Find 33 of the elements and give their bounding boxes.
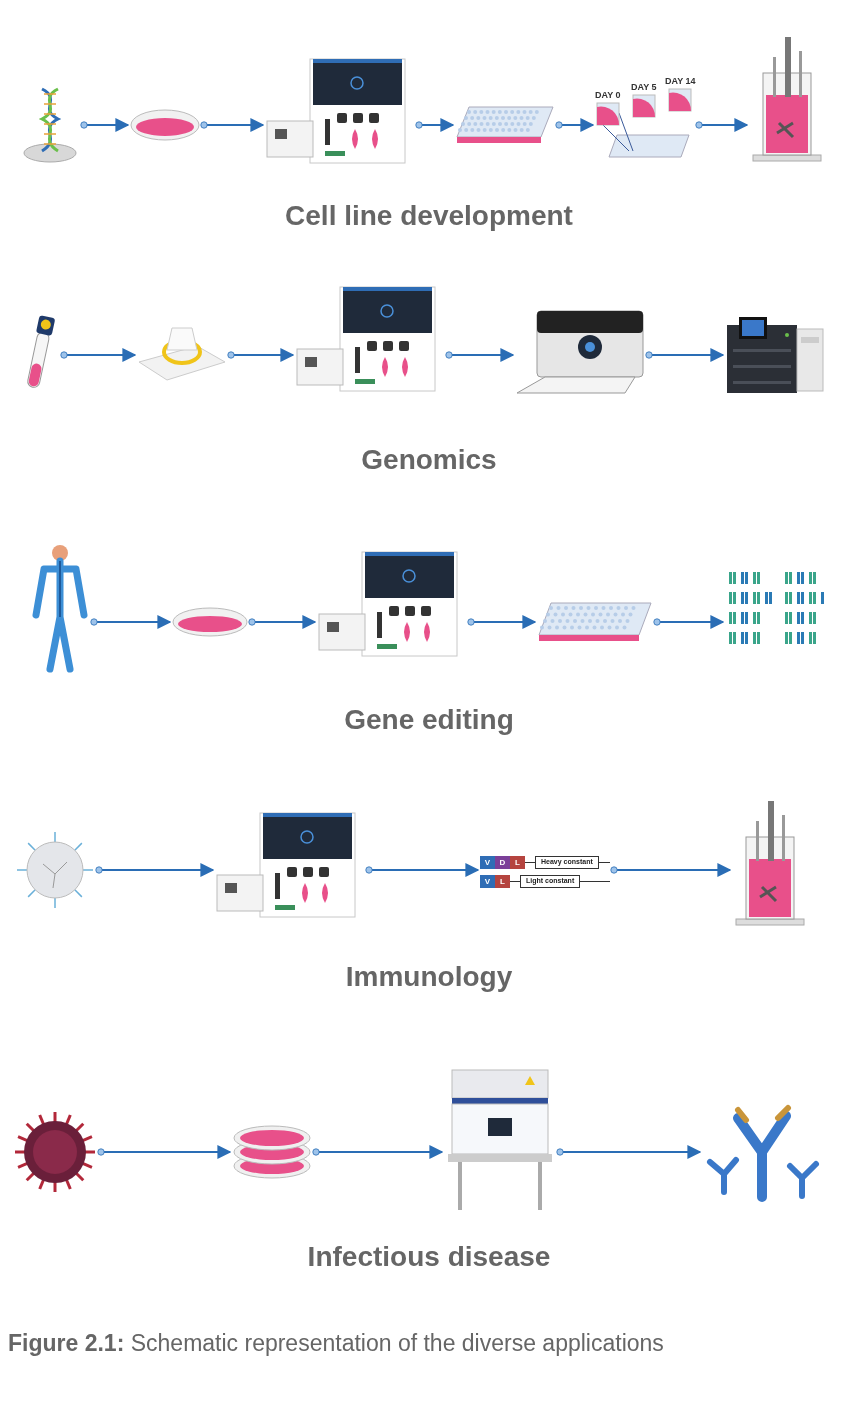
arrow xyxy=(227,348,295,362)
arrow xyxy=(445,348,515,362)
section-title: Infectious disease xyxy=(307,1240,551,1274)
arrow xyxy=(653,615,725,629)
arrow xyxy=(95,863,215,877)
arrow xyxy=(97,1145,232,1159)
figure-caption: Figure 2.1: Schematic representation of the diverse applications xyxy=(8,1329,665,1358)
gene-segment: V xyxy=(480,875,495,888)
section-title: Cell line development xyxy=(285,199,573,233)
section-title: Genomics xyxy=(361,443,497,477)
arrow xyxy=(312,1145,444,1159)
arrow xyxy=(610,863,732,877)
arrow xyxy=(60,348,137,362)
arrow xyxy=(90,615,172,629)
arrow xyxy=(695,118,749,132)
arrow xyxy=(80,118,130,132)
gene-segment: V xyxy=(480,856,495,869)
day-label: DAY 0 xyxy=(595,91,621,100)
section-title: Immunology xyxy=(345,960,513,994)
section-title: Gene editing xyxy=(344,703,514,737)
arrow xyxy=(248,615,317,629)
day-label: DAY 14 xyxy=(665,77,696,86)
arrow xyxy=(415,118,455,132)
arrow xyxy=(555,118,595,132)
day-label: DAY 5 xyxy=(631,83,657,92)
gene-segment: L xyxy=(510,856,525,869)
arrow xyxy=(556,1145,702,1159)
arrow xyxy=(200,118,265,132)
gene-segment: L xyxy=(495,875,510,888)
arrow xyxy=(365,863,480,877)
arrow xyxy=(645,348,725,362)
arrow xyxy=(467,615,537,629)
gene-segment: D xyxy=(495,856,510,869)
